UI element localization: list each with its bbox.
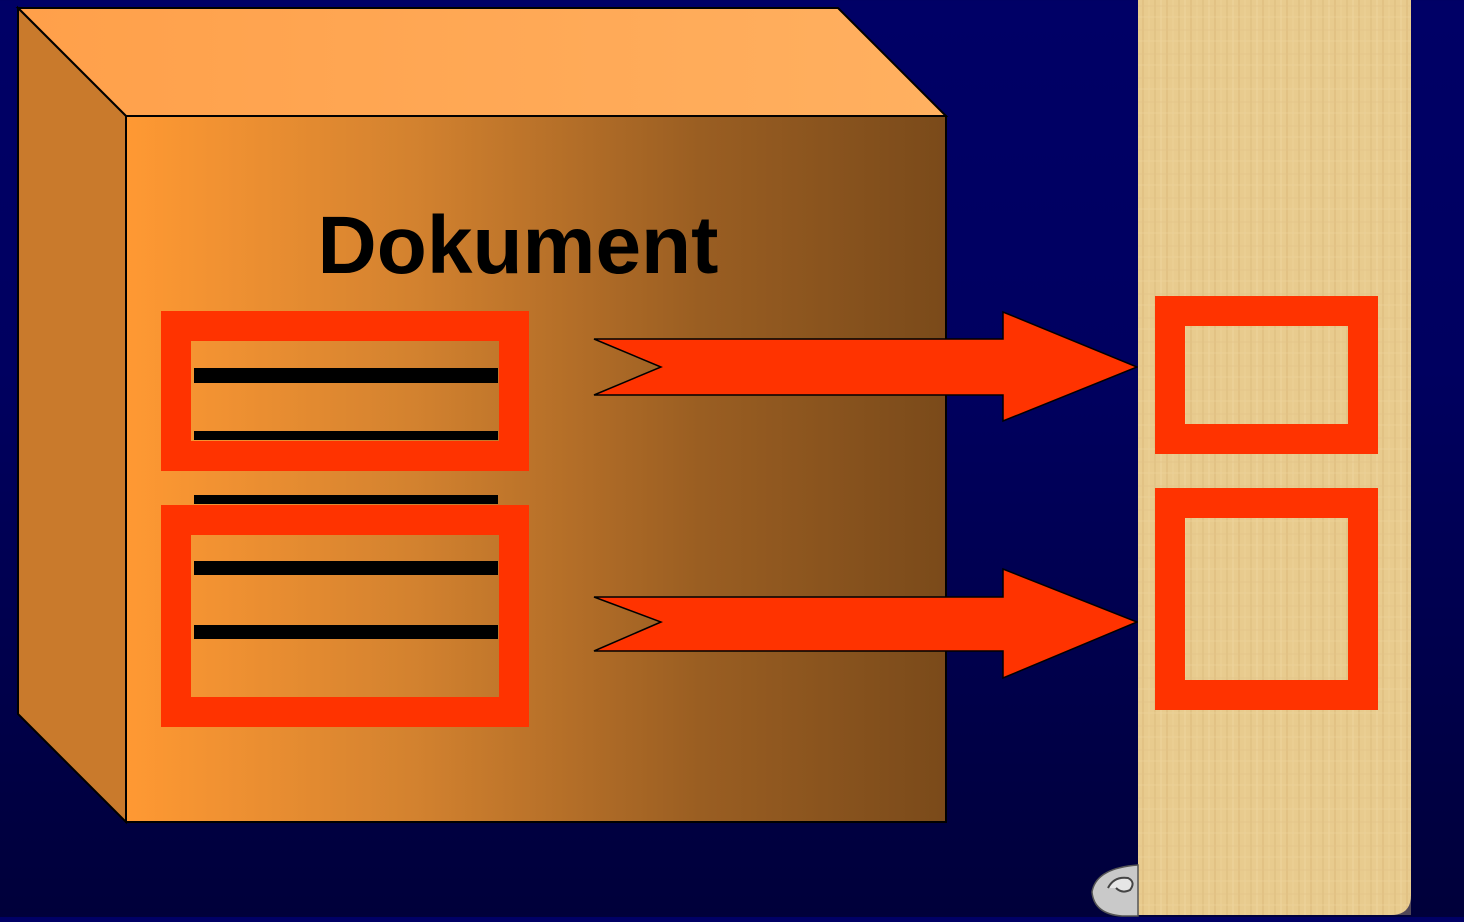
text-line (194, 495, 498, 504)
document-text-lines (194, 368, 498, 639)
arrow-1 (593, 310, 1139, 423)
arrow-right-icon (593, 567, 1139, 680)
text-line (194, 368, 498, 383)
document-box: Dokument (15, 5, 949, 825)
document-box-side (17, 5, 127, 825)
text-line (194, 625, 498, 639)
document-box-top (15, 7, 949, 117)
arrow-2 (593, 567, 1139, 680)
extracted-block-2 (1155, 488, 1378, 710)
highlight-frame-2 (161, 505, 529, 727)
scroll-curl-icon (1091, 864, 1139, 917)
arrow-right-icon (593, 310, 1139, 423)
scroll-paper (1091, 0, 1411, 917)
text-line (194, 561, 498, 575)
highlight-frame-1 (161, 311, 529, 471)
text-line (194, 431, 498, 440)
document-title: Dokument (318, 200, 719, 291)
extracted-block-1 (1155, 296, 1378, 454)
